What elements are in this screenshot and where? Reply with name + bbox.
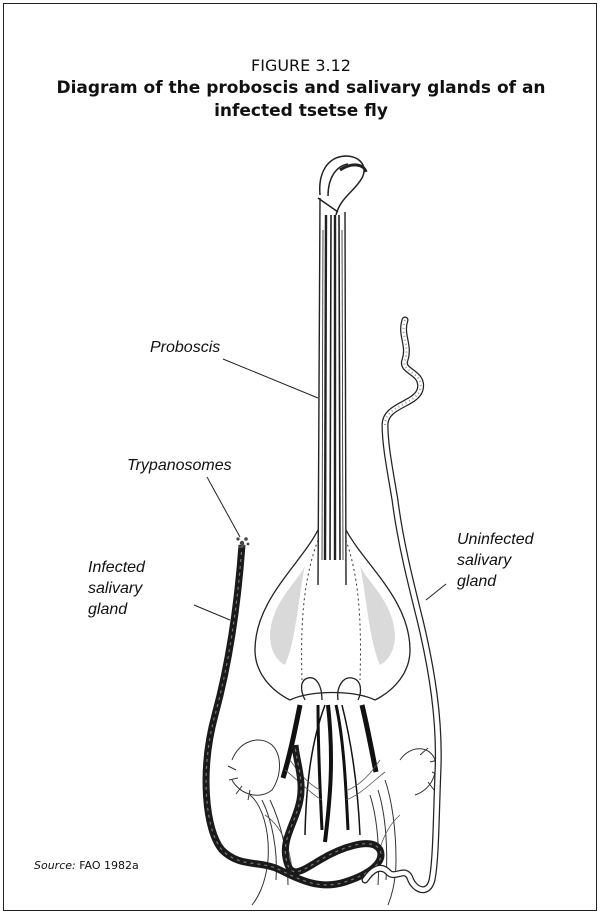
uninfected-gland-leader-line (426, 584, 446, 600)
bulb-inner-ducts (302, 540, 361, 680)
proboscis-leader-line (223, 359, 318, 398)
proboscis-shaft (318, 198, 346, 585)
trypanosomes-label: Trypanosomes (127, 457, 232, 474)
source-label: Source: (34, 859, 76, 872)
trypanosomes-leader-line (207, 477, 240, 537)
infected-label-line-2: salivary (88, 580, 143, 597)
source-note: Source: FAO 1982a (34, 859, 139, 872)
proboscis-tip (318, 156, 366, 215)
trypanosomes-cluster (236, 537, 249, 548)
infected-gland-leader-line (194, 605, 230, 620)
muscle-fringe-left (228, 740, 288, 905)
infected-label-line-3: gland (88, 601, 128, 618)
source-text: FAO 1982a (79, 859, 139, 872)
uninfected-label-line-3: gland (457, 573, 497, 590)
bulb-stippling (270, 565, 395, 665)
proboscis-label: Proboscis (150, 339, 220, 356)
uninfected-label-line-2: salivary (457, 552, 512, 569)
uninfected-label-line-1: Uninfected (457, 531, 535, 548)
infected-label-line-1: Infected (88, 559, 146, 576)
